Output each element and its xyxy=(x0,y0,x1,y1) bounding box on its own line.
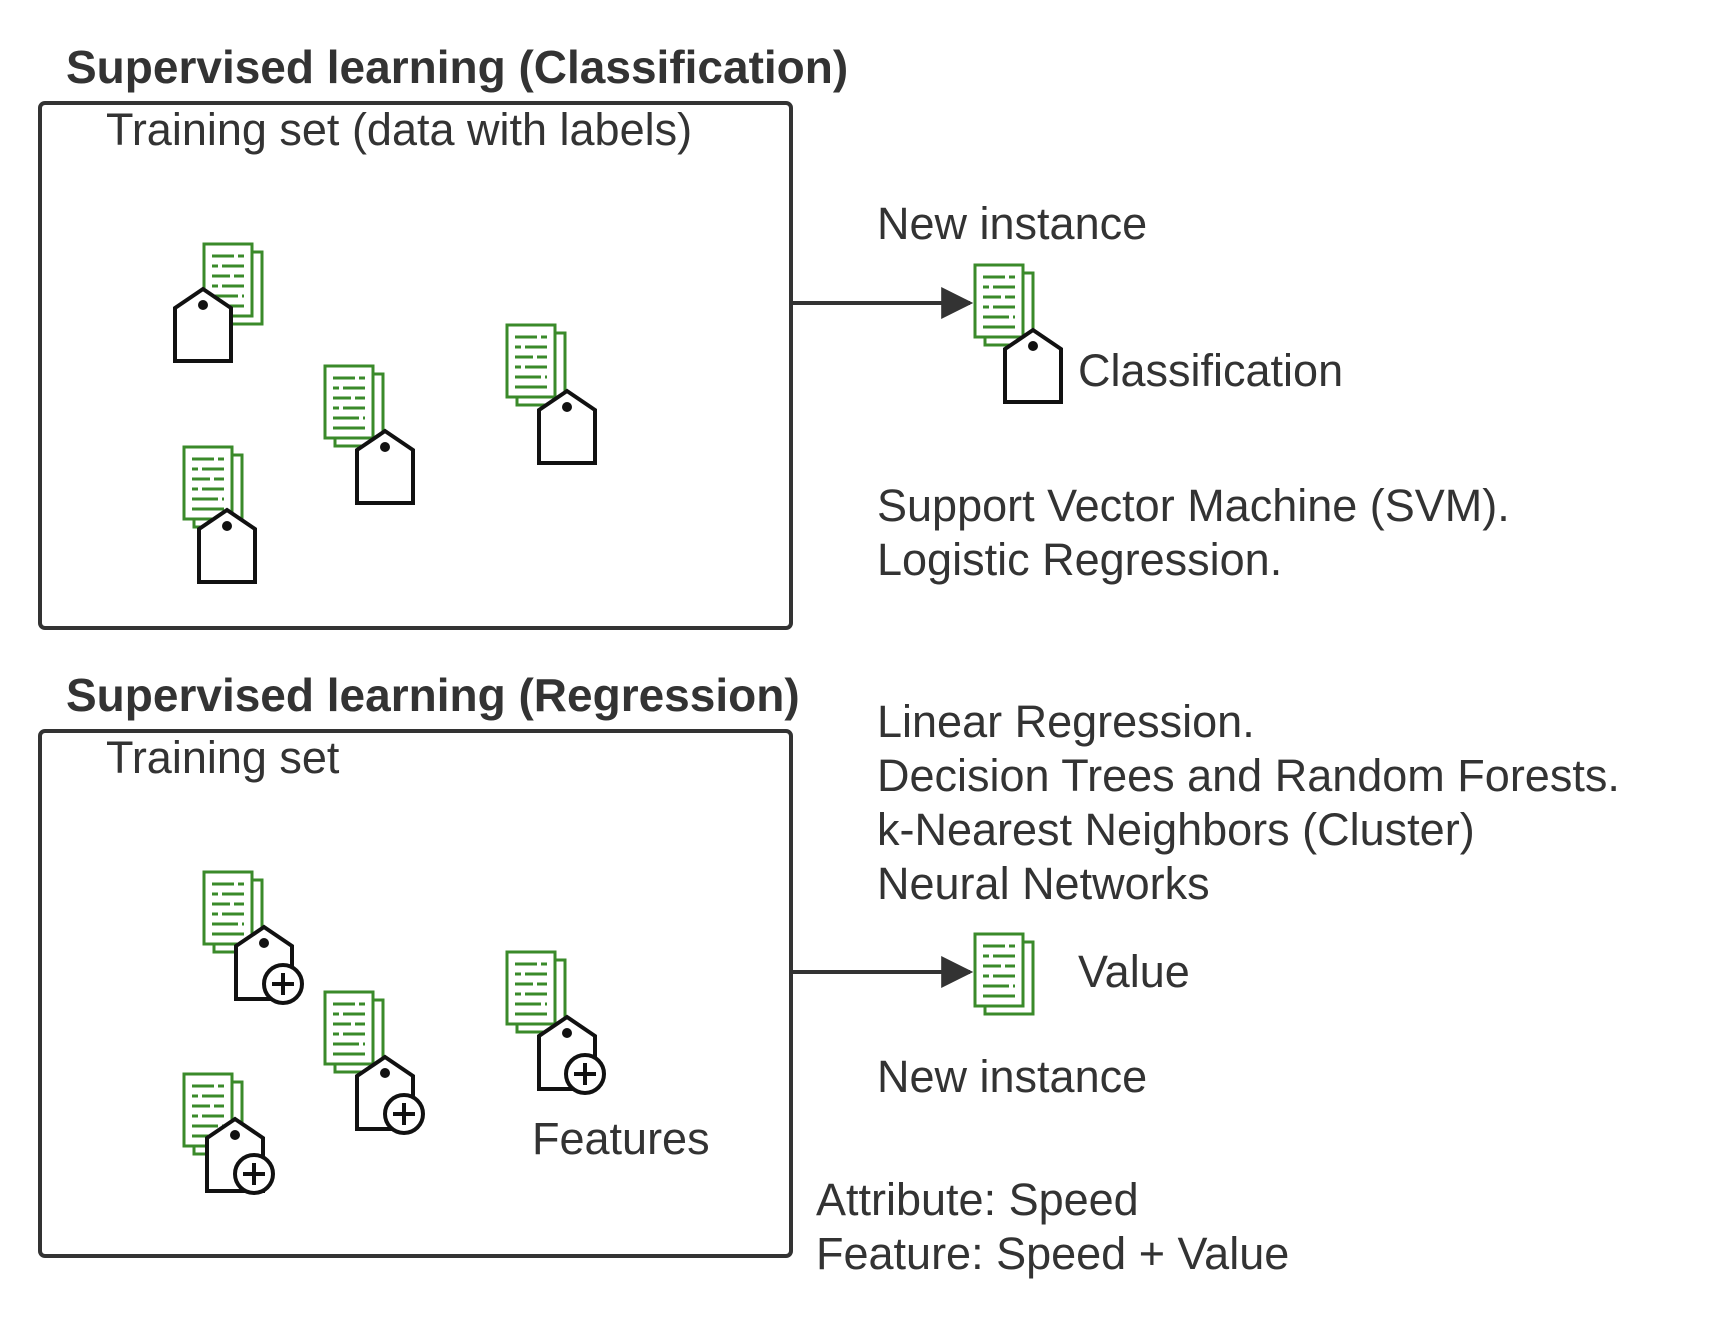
regression-features-label: Features xyxy=(532,1113,710,1164)
classification-new-instance-label: New instance xyxy=(877,198,1148,249)
classification-algorithm-2: Logistic Regression. xyxy=(877,534,1283,585)
classification-training-label: Training set (data with labels) xyxy=(106,104,693,155)
regression-heading: Supervised learning (Regression) xyxy=(66,669,800,721)
document-stack-icon xyxy=(973,932,1035,1016)
regression-algorithm-1: Linear Regression. xyxy=(877,696,1255,747)
classification-training-box xyxy=(38,101,793,630)
regression-note-attribute: Attribute: Speed xyxy=(816,1174,1139,1225)
regression-new-instance-label: New instance xyxy=(877,1051,1148,1102)
class-new-instance xyxy=(973,263,1063,404)
regression-note-feature: Feature: Speed + Value xyxy=(816,1228,1290,1279)
classification-algorithm-1: Support Vector Machine (SVM). xyxy=(877,480,1510,531)
regression-algorithm-3: k-Nearest Neighbors (Cluster) xyxy=(877,804,1475,855)
regression-training-label: Training set xyxy=(106,732,340,783)
regression-algorithm-2: Decision Trees and Random Forests. xyxy=(877,750,1620,801)
regression-algorithm-4: Neural Networks xyxy=(877,858,1210,909)
regression-output-label: Value xyxy=(1078,946,1190,997)
classification-output-label: Classification xyxy=(1078,345,1344,396)
document-stack-icon xyxy=(973,263,1035,347)
regression-training-box xyxy=(38,729,793,1258)
classification-heading: Supervised learning (Classification) xyxy=(66,41,849,93)
